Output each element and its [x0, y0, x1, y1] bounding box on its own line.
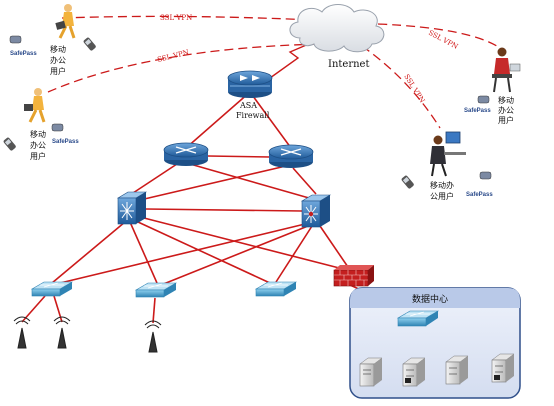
user-label: 用户 [30, 151, 46, 161]
user-label: 移动 [50, 44, 66, 54]
vpn-tunnel-3 [377, 23, 501, 49]
server-icon [359, 357, 383, 387]
layer3-switch-icon [300, 194, 332, 228]
mobile-user-icon [24, 88, 46, 123]
user-label: 移动 [498, 95, 514, 105]
vpn-tunnel-2 [47, 43, 323, 93]
mobile-user-icon [492, 47, 521, 93]
firewall-label-line2: Firewall [236, 111, 270, 120]
user-label: 移动办 [430, 180, 454, 190]
vpn-label-1: SSL VPN [160, 14, 192, 22]
datacenter-title: 数据中心 [412, 293, 448, 305]
router-icon [268, 144, 314, 168]
token-icon [477, 95, 490, 104]
user-label: 公用户 [430, 191, 454, 201]
user-label: 用户 [50, 66, 66, 76]
server-icon [491, 353, 515, 383]
brick-firewall-icon [333, 265, 374, 287]
user-label: 办公 [50, 55, 66, 65]
user-label: 办公 [30, 140, 46, 150]
router-icon [163, 142, 209, 166]
cloud-icon [289, 4, 385, 53]
token-icon [9, 35, 22, 44]
access-switch-icon [254, 281, 298, 297]
token-icon [51, 123, 64, 132]
user-label: 用户 [498, 115, 514, 125]
layer3-switch-icon [116, 191, 148, 225]
phone-icon [3, 137, 16, 151]
wireless-ap-icon [13, 316, 31, 349]
firewall-label-line1: ASA [239, 101, 257, 110]
safepass-label: SafePass [466, 192, 493, 198]
phone-icon [83, 37, 96, 51]
server-icon [445, 355, 469, 385]
mobile-user-icon [55, 4, 76, 39]
user-label: 移动 [30, 129, 46, 139]
safepass-label: SafePass [52, 139, 79, 145]
access-switch-icon [396, 310, 440, 327]
token-icon [479, 171, 492, 180]
phone-icon [401, 175, 414, 189]
vpn-label-4: SSL VPN [402, 73, 426, 105]
access-switch-icon [30, 281, 74, 297]
vpn-label-2: SSL VPN [157, 48, 190, 64]
access-switch-icon [134, 282, 178, 298]
vpn-tunnel-1 [61, 15, 313, 21]
wireless-ap-icon [53, 316, 71, 349]
vpn-tunnel-4 [361, 45, 441, 129]
vpn-tunnels [47, 15, 501, 129]
safepass-label: SafePass [10, 51, 37, 57]
server-icon [402, 357, 426, 387]
wireless-ap-icon [144, 320, 162, 353]
firewall-router-icon [227, 70, 273, 98]
datacenter-panel [349, 287, 521, 399]
internet-label: Internet [328, 59, 369, 70]
safepass-label: SafePass [464, 108, 491, 114]
mobile-user-icon [430, 131, 466, 177]
user-label: 办公 [498, 105, 514, 115]
